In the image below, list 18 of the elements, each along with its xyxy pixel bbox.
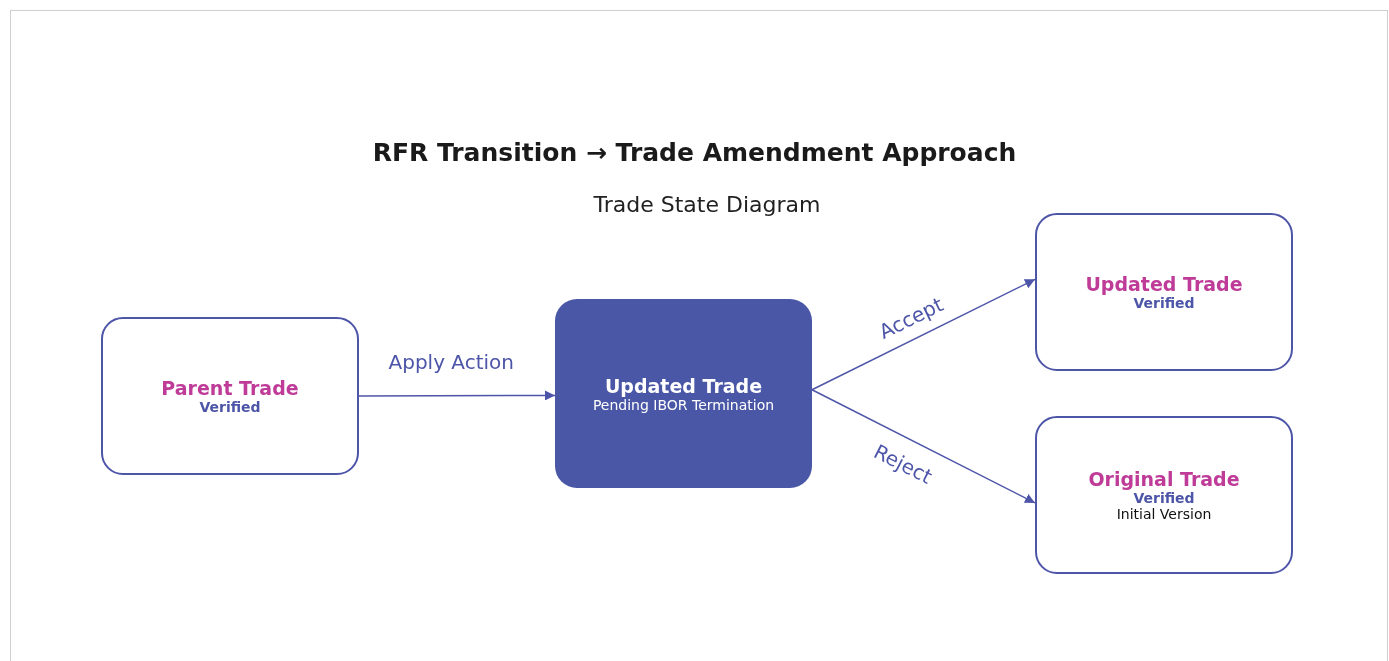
arrow	[811, 388, 1036, 504]
state-status: Verified	[1133, 490, 1195, 506]
state-status: Pending IBOR Termination	[592, 396, 775, 413]
subtitle: Trade State Diagram	[593, 192, 821, 217]
arrow	[811, 278, 1036, 391]
state-note: Initial Version	[1116, 506, 1212, 522]
state-name: Original Trade	[1088, 468, 1240, 490]
state-box	[101, 317, 359, 475]
state-status: Verified	[199, 399, 261, 415]
arrow	[358, 390, 556, 401]
state-box	[1035, 416, 1293, 574]
state-status: Verified	[1133, 295, 1195, 311]
current-state-box	[555, 299, 812, 488]
state-name: Updated Trade	[604, 374, 763, 397]
state-box	[1035, 213, 1293, 371]
diagram-title: RFR Transition → Trade Amendment Approach	[371, 138, 1018, 167]
state-name: Updated Trade	[1085, 273, 1243, 295]
state-name: Parent Trade	[161, 377, 299, 399]
